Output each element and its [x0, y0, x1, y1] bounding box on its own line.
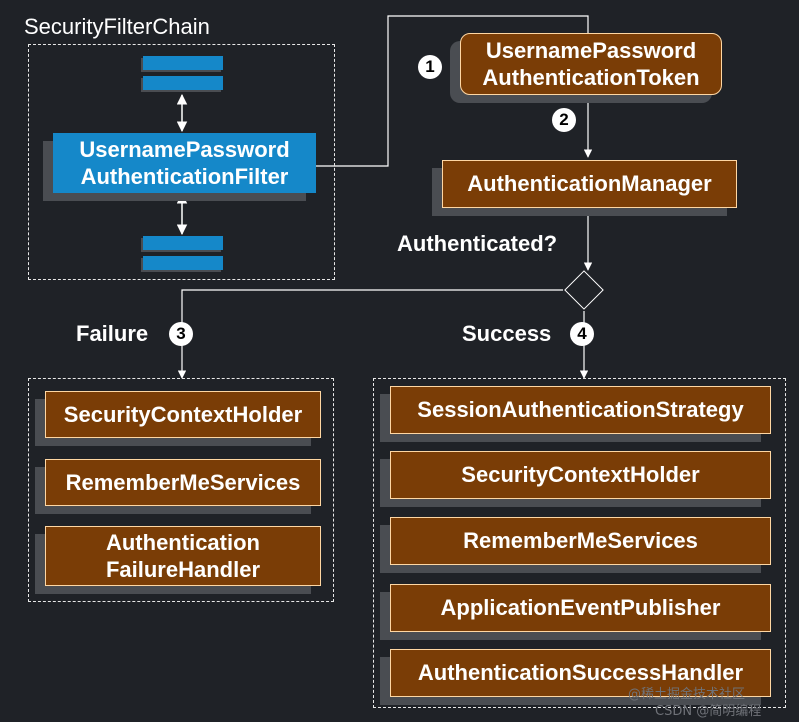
security-filter-chain-container: [28, 44, 335, 280]
step-2-badge: 2: [552, 108, 576, 132]
decision-to-failure-line: [177, 289, 563, 379]
filter-bar-2: [143, 76, 223, 90]
success-remember-me-services: RememberMeServices: [390, 517, 771, 565]
failure-remember-me-services: RememberMeServices: [45, 459, 321, 506]
failure-security-context-holder: SecurityContextHolder: [45, 391, 321, 438]
security-filter-chain-title: SecurityFilterChain: [24, 14, 210, 39]
step-4-badge: 4: [570, 322, 594, 346]
filter-to-token-line: [316, 15, 589, 167]
filter-bar-3: [143, 236, 223, 250]
authentication-manager: AuthenticationManager: [442, 160, 737, 208]
failure-container: [28, 378, 334, 602]
session-authentication-strategy: SessionAuthenticationStrategy: [390, 386, 771, 434]
watermark-line-2: CSDN @简明编程: [655, 704, 762, 719]
authenticated-question: Authenticated?: [397, 231, 558, 256]
watermark-line-1: @稀土掘金技术社区: [628, 687, 746, 702]
success-container: [373, 378, 786, 708]
success-security-context-holder: SecurityContextHolder: [390, 451, 771, 499]
filter-bar-1: [143, 56, 223, 70]
authentication-failure-handler: Authentication FailureHandler: [45, 526, 321, 586]
username-password-authentication-token: UsernamePassword AuthenticationToken: [460, 33, 722, 95]
authentication-success-handler: AuthenticationSuccessHandler: [390, 649, 771, 697]
filter-bar-4: [143, 256, 223, 270]
username-password-authentication-filter: UsernamePassword AuthenticationFilter: [53, 133, 316, 193]
success-label: Success: [462, 321, 552, 346]
step-1-badge: 1: [418, 55, 442, 79]
step-3-badge: 3: [169, 322, 193, 346]
application-event-publisher: ApplicationEventPublisher: [390, 584, 771, 632]
failure-label: Failure: [76, 321, 149, 346]
